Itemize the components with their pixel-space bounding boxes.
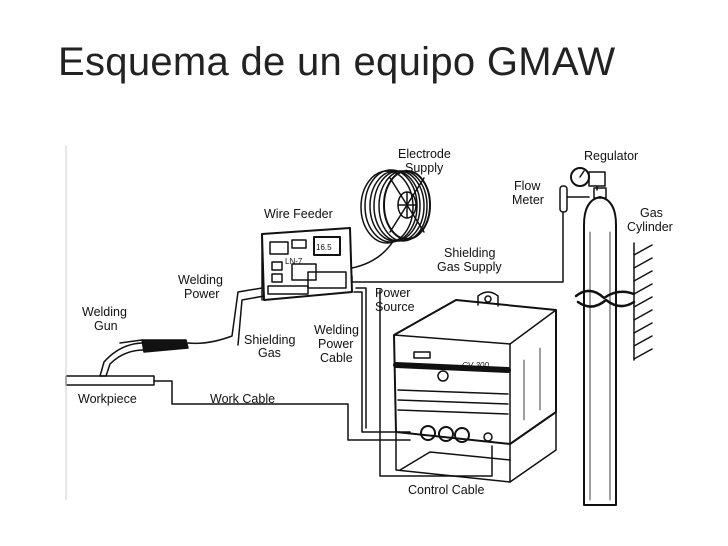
- flow-meter-icon: [559, 185, 590, 213]
- label-welding-power-cable-3: Cable: [320, 351, 353, 365]
- welding-gun-cable: [187, 287, 263, 345]
- wire-feeder-icon: [261, 227, 353, 301]
- label-welding-power-cable-2: Power: [318, 337, 353, 351]
- shielding-gas-line: [237, 295, 265, 346]
- label-gas-cylinder-1: Gas: [640, 206, 663, 220]
- welding-power-cable-2: [355, 287, 367, 429]
- label-welding-power-cable-1: Welding: [314, 323, 359, 337]
- label-welding-power-1: Welding: [178, 273, 223, 287]
- label-electrode-supply-2: Supply: [405, 161, 444, 175]
- label-welding-gun-1: Welding: [82, 305, 127, 319]
- feeder-model-text: LN-7: [285, 257, 303, 266]
- control-cable: [379, 289, 493, 477]
- label-shielding-gas-supply-1: Shielding: [444, 246, 495, 260]
- electrode-wire: [351, 239, 395, 269]
- label-flow-meter-1: Flow: [514, 179, 541, 193]
- welding-gun-icon: [99, 339, 189, 377]
- gas-cylinder-icon: [574, 187, 636, 506]
- label-shielding-gas-2: Gas: [258, 346, 281, 360]
- workpiece-icon: [65, 375, 155, 386]
- label-power-source-2: Source: [375, 300, 415, 314]
- label-shielding-gas-1: Shielding: [244, 333, 295, 347]
- label-workpiece: Workpiece: [78, 392, 137, 406]
- source-model-text: CV-300: [462, 361, 489, 370]
- page-title: Esquema de un equipo GMAW: [58, 40, 616, 84]
- label-welding-gun-2: Gun: [94, 319, 118, 333]
- label-power-source-1: Power: [375, 286, 410, 300]
- label-electrode-supply-1: Electrode: [398, 147, 451, 161]
- electrode-spool-icon: [360, 169, 431, 244]
- regulator-icon: [570, 167, 606, 191]
- label-flow-meter-2: Meter: [512, 193, 544, 207]
- welding-power-cable: [353, 291, 411, 433]
- label-shielding-gas-supply-2: Gas Supply: [437, 260, 502, 274]
- label-control-cable: Control Cable: [408, 483, 484, 497]
- label-work-cable: Work Cable: [210, 392, 275, 406]
- feeder-display-text: 16.5: [316, 243, 332, 252]
- label-gas-cylinder-2: Cylinder: [627, 220, 673, 234]
- label-regulator: Regulator: [584, 149, 638, 163]
- power-source-icon: [393, 291, 557, 483]
- wall-icon: [633, 242, 653, 361]
- label-welding-power-2: Power: [184, 287, 219, 301]
- label-wire-feeder: Wire Feeder: [264, 207, 333, 221]
- work-cable: [153, 380, 411, 441]
